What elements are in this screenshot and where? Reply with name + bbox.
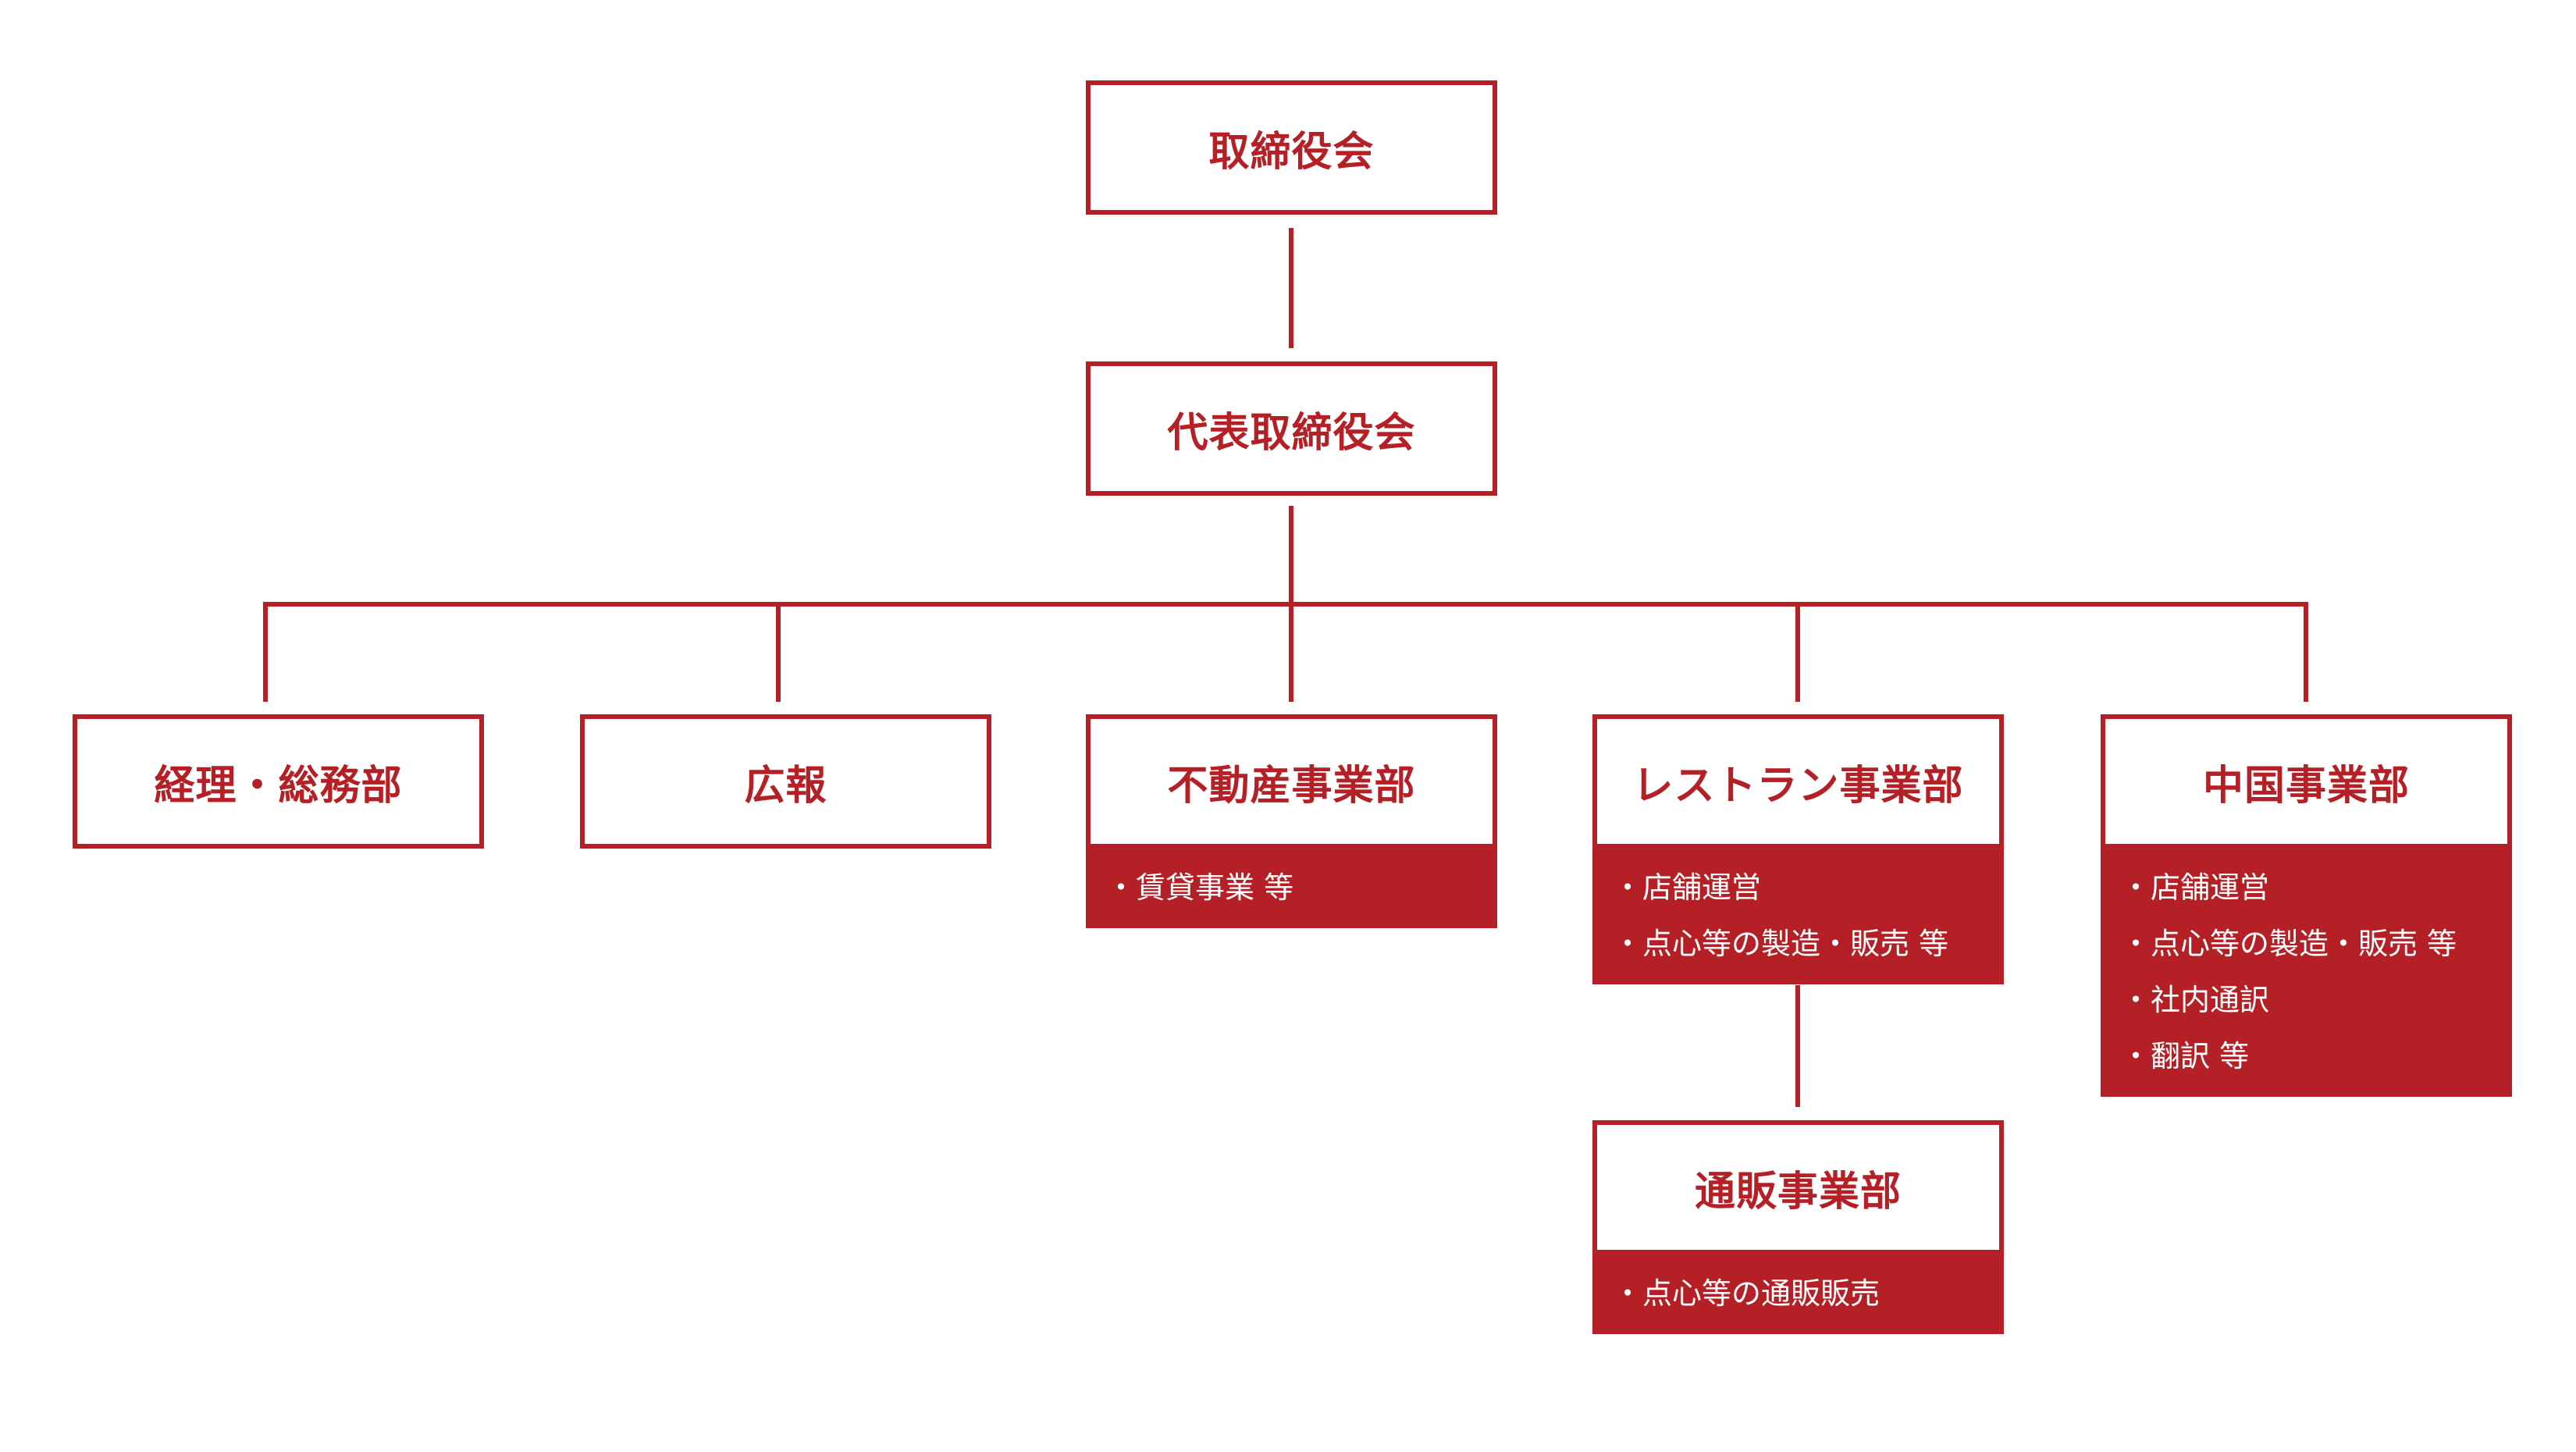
list-item: 店舗運営: [2121, 859, 2512, 916]
connector-drop-restaurant: [1795, 602, 1800, 702]
list-item: 社内通訳: [2121, 972, 2512, 1028]
node-restaurant: レストラン事業部 店舗運営 点心等の製造・販売 等: [1592, 714, 2004, 984]
node-items: 店舗運営 点心等の製造・販売 等: [1592, 849, 2004, 984]
connector-horizontal-bus: [263, 602, 2308, 607]
node-title: 代表取締役会: [1086, 361, 1497, 496]
node-china: 中国事業部 店舗運営 点心等の製造・販売 等 社内通訳 翻訳 等: [2101, 714, 2512, 1097]
connector-representative-down: [1289, 506, 1293, 602]
list-item: 店舗運営: [1613, 859, 2004, 916]
node-title: 経理・総務部: [73, 714, 484, 849]
node-title: 不動産事業部: [1086, 714, 1497, 849]
node-items: 賃貸事業 等: [1086, 849, 1497, 928]
list-item: 点心等の製造・販売 等: [1613, 916, 2004, 972]
node-mail-order: 通販事業部 点心等の通販販売: [1592, 1120, 2004, 1334]
node-accounting: 経理・総務部: [73, 714, 484, 849]
connector-drop-accounting: [263, 602, 268, 702]
node-title: 通販事業部: [1592, 1120, 2004, 1254]
connector-drop-china: [2304, 602, 2308, 702]
connector-drop-real-estate: [1289, 602, 1293, 702]
node-items: 点心等の通販販売: [1592, 1254, 2004, 1334]
node-real-estate: 不動産事業部 賃貸事業 等: [1086, 714, 1497, 928]
node-pr: 広報: [580, 714, 991, 849]
node-title: 中国事業部: [2101, 714, 2512, 849]
node-representative: 代表取締役会: [1086, 361, 1497, 496]
list-item: 点心等の通販販売: [1613, 1265, 2004, 1322]
node-items: 店舗運営 点心等の製造・販売 等 社内通訳 翻訳 等: [2101, 849, 2512, 1097]
list-item: 賃貸事業 等: [1106, 859, 1497, 916]
list-item: 翻訳 等: [2121, 1028, 2512, 1084]
connector-restaurant-mail-order: [1795, 985, 1800, 1107]
connector-board-representative: [1289, 228, 1293, 348]
node-title: 広報: [580, 714, 991, 849]
node-board: 取締役会: [1086, 80, 1497, 215]
node-title: 取締役会: [1086, 80, 1497, 215]
list-item: 点心等の製造・販売 等: [2121, 916, 2512, 972]
node-title: レストラン事業部: [1592, 714, 2004, 849]
connector-drop-pr: [776, 602, 781, 702]
